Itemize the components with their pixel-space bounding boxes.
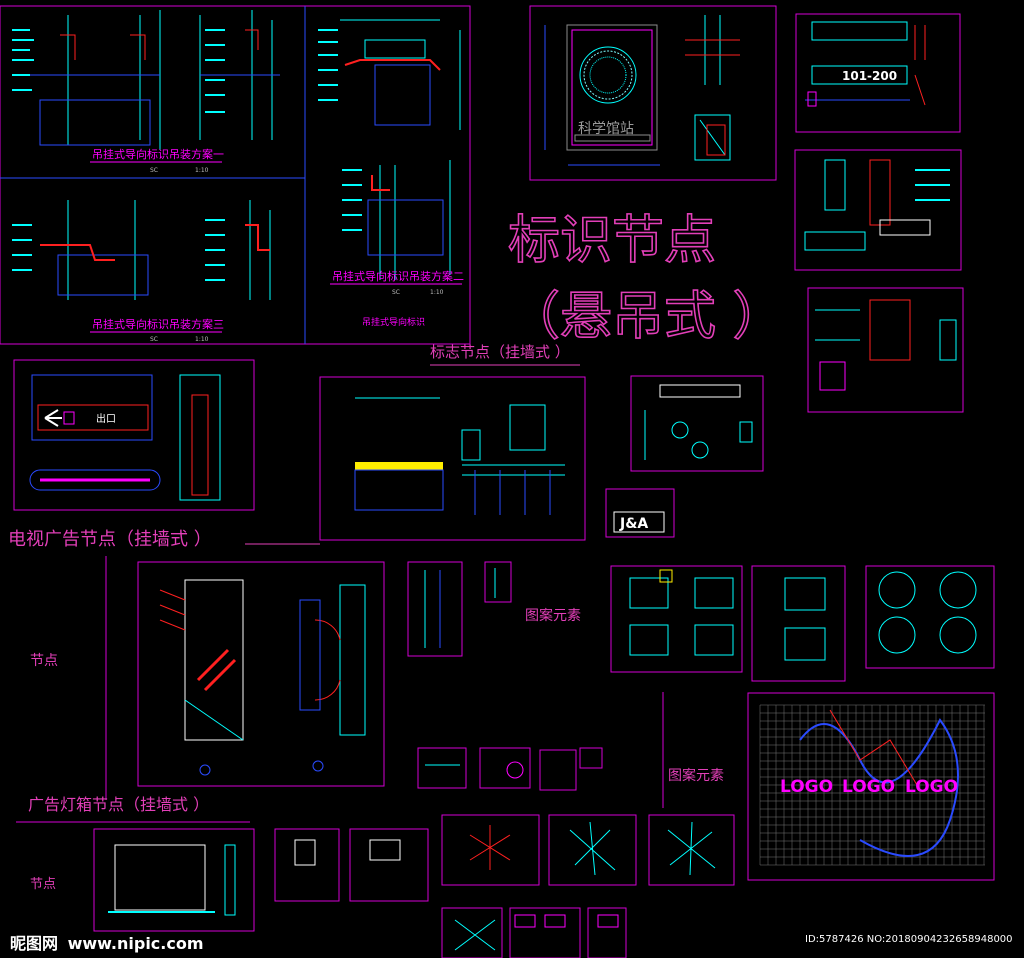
watermark-url: www.nipic.com (67, 934, 204, 953)
panel-pattern-circles (865, 565, 995, 669)
node-label-2: 节点 (30, 877, 56, 892)
panel-tv-small-2 (484, 561, 512, 603)
caption-scheme-1-scale-value: 1:10 (195, 167, 209, 174)
room-range-label: 101-200 (842, 69, 897, 83)
pattern-label-1: 图案元素 (525, 607, 581, 624)
panel-hanging-schemes (0, 5, 471, 345)
caption-scheme-2-scale-value: 1:10 (430, 289, 444, 296)
watermark-id: ID:5787426 NO:20180904232658948000 (805, 934, 1013, 945)
heading-wall-sign: 标志节点（挂墙式 ） (430, 343, 570, 361)
panel-pattern-grid-1 (610, 565, 743, 673)
exit-label: 出口 (96, 412, 116, 425)
panel-directional-sign (13, 359, 255, 511)
science-station-label: 科学馆站 (578, 121, 634, 137)
caption-hanging-sign: 吊挂式导向标识 (362, 316, 425, 328)
caption-scheme-1: 吊挂式导向标识吊装方案一 (92, 147, 224, 161)
main-title-line-2: （悬吊式 ） (508, 287, 785, 347)
watermark-brand: 昵图网 (10, 934, 59, 953)
main-title-line-1: 标识节点 (508, 211, 716, 271)
panel-pattern-grid-2 (751, 565, 846, 682)
node-label-1: 节点 (30, 653, 58, 669)
ja-logo-label: J&A (619, 516, 648, 532)
pattern-label-2: 图案元素 (668, 767, 724, 784)
panel-tv-small-1 (407, 561, 463, 657)
panel-science-station (529, 5, 777, 181)
caption-scheme-1-scale: SC (150, 167, 158, 174)
heading-lightbox: 广告灯箱节点（挂墙式 ） (28, 795, 209, 814)
panel-logo-grid (747, 692, 995, 881)
panel-bracket-detail (630, 375, 764, 472)
panel-tv-ad (137, 561, 385, 787)
panel-lightbox (93, 828, 255, 932)
panel-room-sign (795, 13, 961, 133)
panel-small-details (417, 747, 603, 791)
heading-tv-ad: 电视广告节点（挂墙式 ） (8, 529, 212, 550)
panel-right-detail-2 (807, 287, 964, 413)
panel-lightbox-small (274, 828, 429, 902)
caption-scheme-2: 吊挂式导向标识吊装方案二 (332, 269, 464, 283)
caption-scheme-2-scale: SC (392, 289, 400, 296)
panel-right-detail-1 (794, 149, 962, 271)
logo-label-2: LOGO (842, 777, 895, 797)
logo-label-3: LOGO (905, 777, 958, 797)
panel-ja-logo (605, 488, 675, 538)
watermark-logo: 昵图网 www.nipic.com (10, 930, 204, 954)
panel-wall-sign (319, 376, 586, 541)
caption-scheme-3-scale-value: 1:10 (195, 336, 209, 343)
panel-star-patterns (441, 814, 735, 958)
logo-label-1: LOGO (780, 777, 833, 797)
caption-scheme-3-scale: SC (150, 336, 158, 343)
caption-scheme-3: 吊挂式导向标识吊装方案三 (92, 317, 224, 331)
